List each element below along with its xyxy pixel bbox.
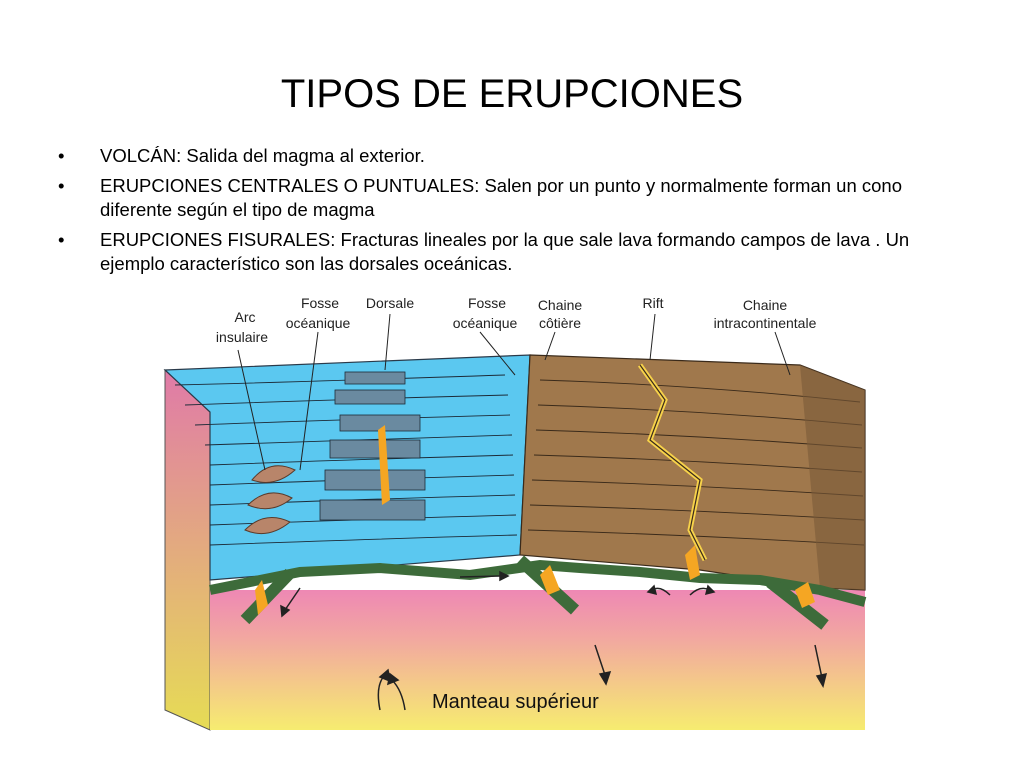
- island-arc-cones: [244, 465, 296, 535]
- label-chaine-intracontinentale-2: intracontinentale: [714, 315, 817, 331]
- label-chaine-cotiere-2: côtière: [539, 315, 581, 331]
- block-left-face: [164, 368, 211, 731]
- bullet-dot: •: [58, 229, 65, 250]
- lava-flows: [255, 425, 815, 615]
- bullet-item: • ERUPCIONES FISURALES: Fracturas lineale…: [58, 228, 958, 276]
- label-rift: Rift: [643, 295, 664, 311]
- label-chaine-cotiere-1: Chaine: [538, 297, 583, 313]
- continent-right-face: [800, 365, 865, 590]
- plate-tectonics-diagram: Arc insulaire Fosse océanique Dorsale Fo…: [163, 295, 867, 731]
- label-arc-insulaire-1: Arc: [235, 309, 256, 325]
- label-arc-insulaire-2: insulaire: [216, 329, 268, 345]
- slide-title: TIPOS DE ERUPCIONES: [280, 72, 744, 116]
- label-dorsale: Dorsale: [366, 295, 414, 311]
- bullet-item: • ERUPCIONES CENTRALES O PUNTUALES: Salen…: [58, 174, 958, 222]
- subducting-slab-right: [766, 577, 829, 630]
- bullet-text: VOLCÁN: Salida del magma al exterior.: [100, 145, 425, 166]
- bullet-dot: •: [58, 145, 65, 166]
- label-fosse-oceanique-2-line2: océanique: [453, 315, 518, 331]
- ridge-fault-blocks: [319, 371, 426, 521]
- movement-arrows: [280, 570, 828, 711]
- label-chaine-intracontinentale-1: Chaine: [743, 297, 788, 313]
- ocean-surface: [163, 354, 531, 581]
- label-fosse-oceanique-1-line2: océanique: [286, 315, 351, 331]
- bullet-list: • VOLCÁN: Salida del magma al exterior. •…: [58, 144, 958, 282]
- label-leader-lines: [237, 313, 791, 471]
- subducting-slab-left: [240, 568, 295, 625]
- bullet-text: ERUPCIONES FISURALES: Fracturas lineales…: [100, 229, 910, 274]
- bullet-item: • VOLCÁN: Salida del magma al exterior.: [58, 144, 958, 168]
- label-fosse-oceanique-1-line1: Fosse: [301, 295, 339, 311]
- bullet-dot: •: [58, 175, 65, 196]
- bullet-text: ERUPCIONES CENTRALES O PUNTUALES: Salen …: [100, 175, 903, 220]
- label-manteau-superieur: Manteau supérieur: [432, 691, 599, 713]
- label-fosse-oceanique-2-line1: Fosse: [468, 295, 506, 311]
- mantle-front-face: [210, 590, 865, 730]
